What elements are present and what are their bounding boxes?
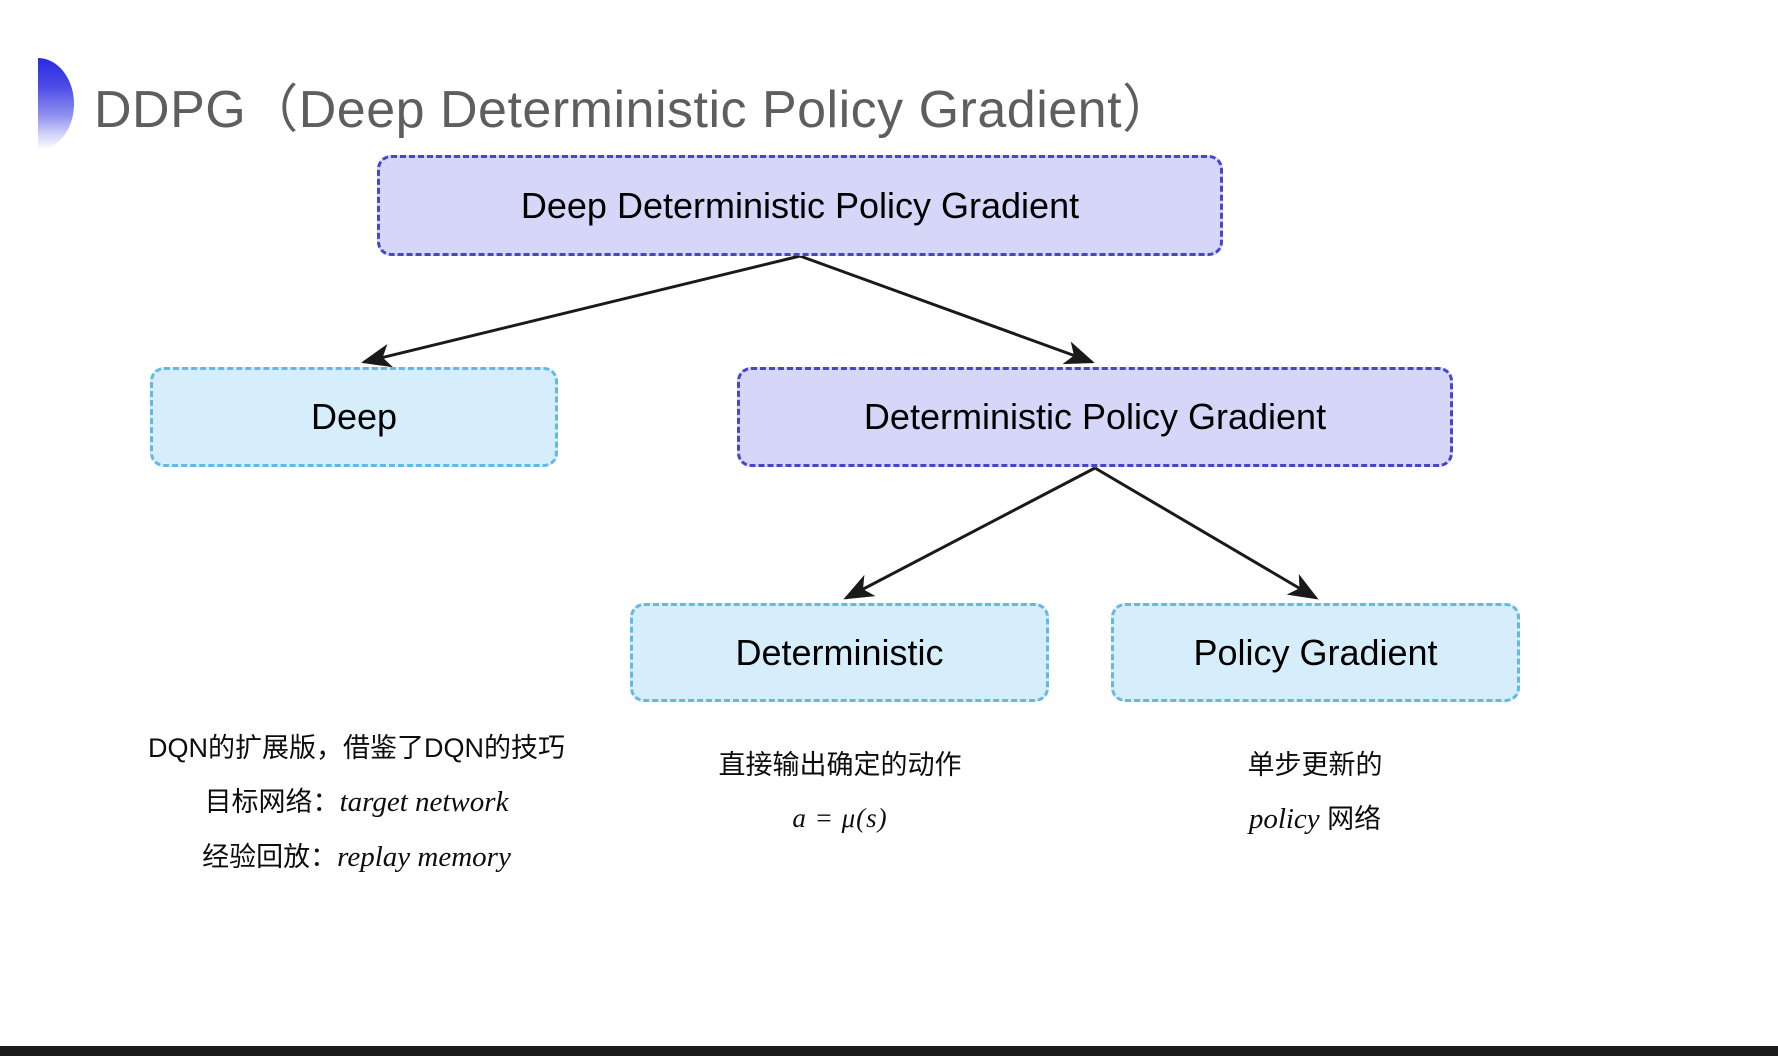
note-policy-gradient-line2: policy 网络	[1155, 805, 1475, 834]
note-policy-gradient-suffix: 网络	[1319, 804, 1382, 834]
node-label: Deep	[310, 396, 398, 438]
gradient-bullet-icon	[38, 58, 74, 150]
node-deep-deterministic-policy-gradient[interactable]: Deep Deterministic Policy Gradient	[377, 155, 1223, 256]
edge-root-to-dpg	[799, 254, 1095, 365]
node-deterministic-policy-gradient[interactable]: Deterministic Policy Gradient	[737, 367, 1453, 467]
note-deep-line2-label: 目标网络：	[204, 787, 340, 817]
edge-dpg-to-deterministic	[843, 466, 1096, 600]
left-edge-strip	[0, 0, 8, 1056]
edge-dpg-to-policy-gradient	[1094, 466, 1319, 600]
note-policy-gradient: 单步更新的 policy 网络	[1155, 752, 1475, 834]
node-label: Deterministic	[735, 631, 944, 673]
node-policy-gradient[interactable]: Policy Gradient	[1111, 603, 1520, 702]
note-policy-gradient-line1: 单步更新的	[1247, 750, 1383, 780]
bottom-edge-strip	[0, 1046, 1778, 1056]
edge-root-to-deep	[361, 254, 801, 368]
note-deep: DQN的扩展版，借鉴了DQN的技巧 目标网络：target network 经验…	[84, 735, 629, 872]
node-label: Policy Gradient	[1193, 631, 1438, 673]
page-title: DDPG（Deep Deterministic Policy Gradient）	[94, 80, 1175, 139]
slide-title-row: DDPG（Deep Deterministic Policy Gradient）	[38, 58, 1175, 150]
note-deep-line3: 经验回放：replay memory	[84, 843, 629, 872]
node-deterministic[interactable]: Deterministic	[630, 603, 1049, 702]
note-deterministic-line1: 直接输出确定的动作	[718, 750, 962, 780]
note-deep-line2-term: target network	[339, 786, 509, 818]
node-deep[interactable]: Deep	[150, 367, 558, 467]
node-label: Deterministic Policy Gradient	[863, 396, 1327, 438]
note-deep-line3-label: 经验回放：	[202, 842, 338, 872]
note-policy-gradient-term: policy	[1248, 803, 1320, 835]
note-deep-line2: 目标网络：target network	[84, 788, 629, 817]
node-label: Deep Deterministic Policy Gradient	[520, 184, 1080, 226]
note-deterministic-formula: a = μ(s)	[792, 803, 888, 833]
note-deep-line1: DQN的扩展版，借鉴了DQN的技巧	[148, 733, 565, 763]
note-deep-line3-term: replay memory	[337, 841, 511, 873]
note-deterministic: 直接输出确定的动作 a = μ(s)	[660, 752, 1020, 832]
